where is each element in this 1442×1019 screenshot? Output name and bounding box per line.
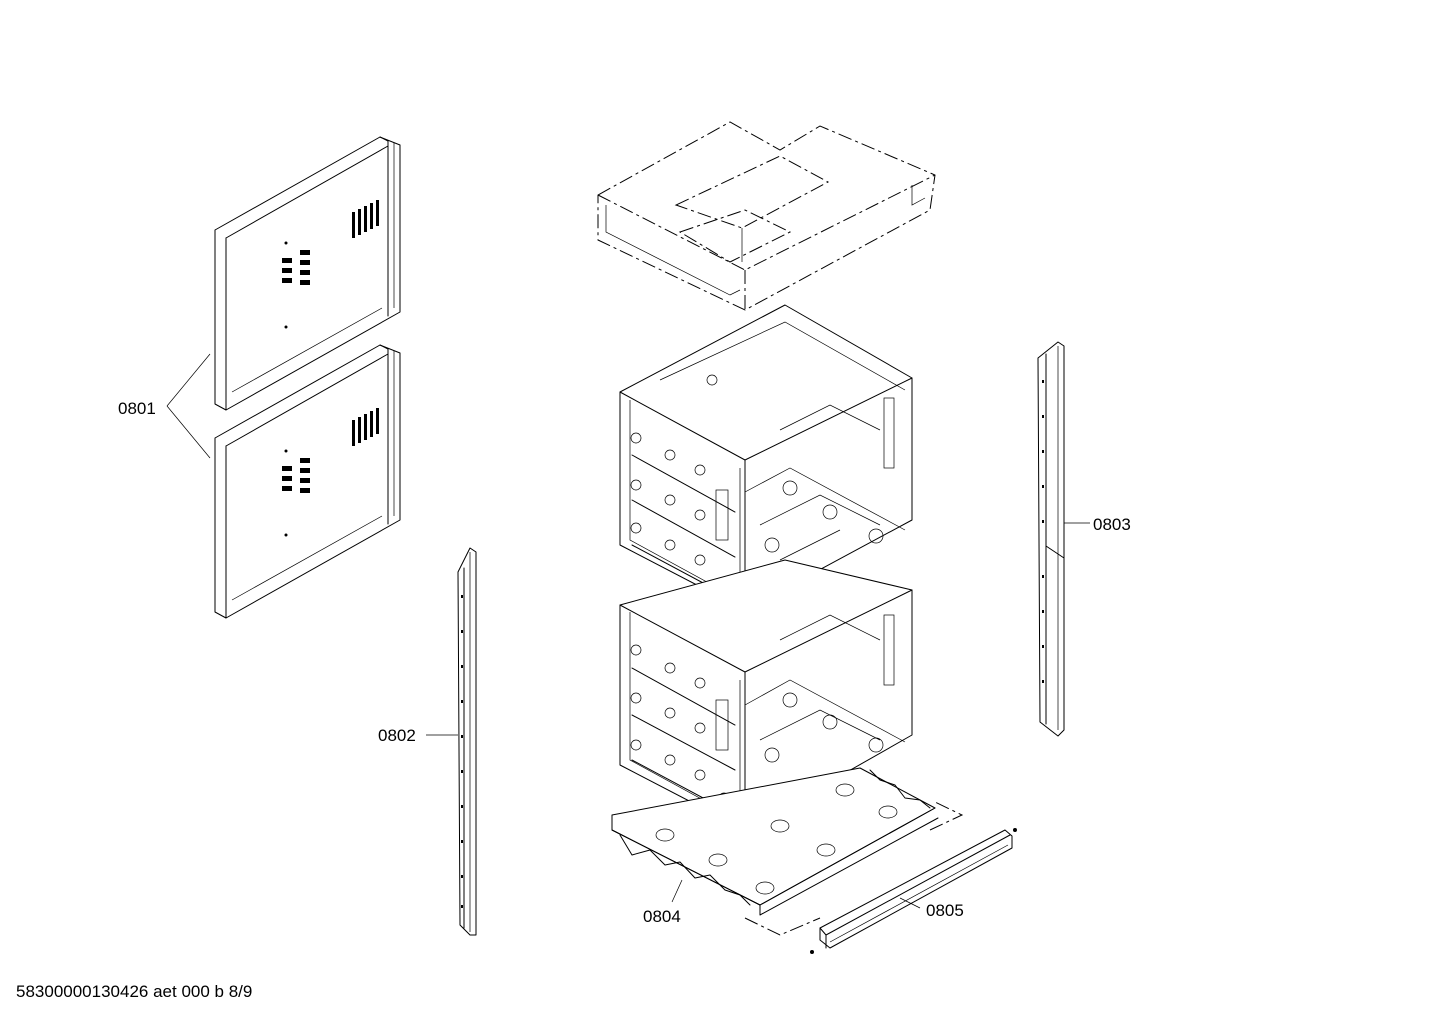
base-tray bbox=[611, 767, 939, 916]
leader-0801 bbox=[166, 353, 211, 459]
callout-0803: 0803 bbox=[1093, 515, 1131, 534]
rear-panel-lower bbox=[214, 344, 401, 619]
callout-0804: 0804 bbox=[643, 907, 681, 926]
front-trim bbox=[744, 801, 1017, 954]
callout-0801: 0801 bbox=[118, 399, 156, 418]
side-strip-right bbox=[1037, 341, 1090, 737]
oven-cavity-lower bbox=[619, 559, 913, 831]
callout-0805: 0805 bbox=[926, 901, 964, 920]
oven-cavity-upper bbox=[619, 304, 913, 611]
document-id: 58300000130426 aet 000 b 8/9 bbox=[16, 982, 252, 1001]
callout-0802: 0802 bbox=[378, 726, 416, 745]
rear-panel-upper bbox=[214, 136, 401, 411]
top-cover bbox=[597, 121, 936, 311]
side-strip-left bbox=[426, 547, 477, 936]
